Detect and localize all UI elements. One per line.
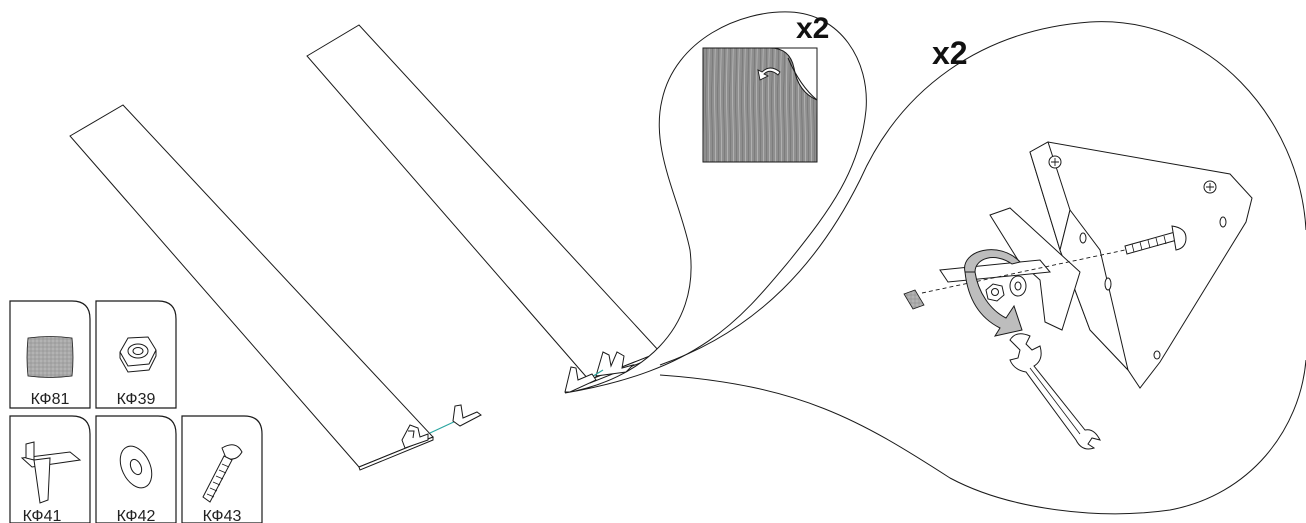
washer-icon: [119, 445, 153, 489]
part-card-kf41: КФ41: [9, 415, 91, 523]
part-card-kf81: КФ81: [9, 300, 91, 409]
peel-arrow-icon: [757, 67, 781, 81]
bracket-callout-circle-lower: [659, 359, 1306, 515]
bracket-callout-circle: [659, 21, 1306, 366]
sticker-swatch: [702, 47, 818, 163]
part-code-kf41: КФ41: [23, 508, 62, 523]
rotate-arrow-icon: [964, 249, 1023, 337]
part-code-kf42: КФ42: [117, 508, 156, 523]
part-code-kf39: КФ39: [117, 391, 156, 408]
corner-bracket-plate: [1029, 141, 1253, 389]
left-connector-line: [429, 419, 459, 434]
part-code-kf81: КФ81: [31, 391, 70, 408]
bolt-detail: [1124, 225, 1187, 255]
part-card-kf43: КФ43: [181, 415, 263, 523]
bolt-icon: [202, 444, 243, 503]
felt-pad-detail: [903, 289, 925, 310]
left-loose-bracket: [452, 404, 482, 427]
felt-pad-icon: [26, 336, 74, 378]
nut-washer-detail: [985, 275, 1027, 302]
left-panel-leg-bracket: [401, 424, 429, 449]
right-loose-bracket: [564, 366, 597, 393]
right-panel: [306, 24, 661, 384]
part-card-kf39: КФ39: [95, 300, 177, 409]
sticker-multiplier: x2: [796, 12, 829, 45]
right-panel-leg-bracket: [595, 351, 635, 377]
bracket-multiplier: x2: [932, 35, 968, 71]
wrench-icon: [1009, 333, 1101, 450]
part-card-kf42: КФ42: [95, 415, 177, 523]
parts-legend: КФ81 КФ39 КФ41: [9, 300, 263, 523]
part-code-kf43: КФ43: [203, 508, 242, 523]
angle-bracket-icon: [20, 441, 82, 504]
left-panel: [69, 104, 434, 471]
hex-nut-icon: [119, 336, 157, 373]
